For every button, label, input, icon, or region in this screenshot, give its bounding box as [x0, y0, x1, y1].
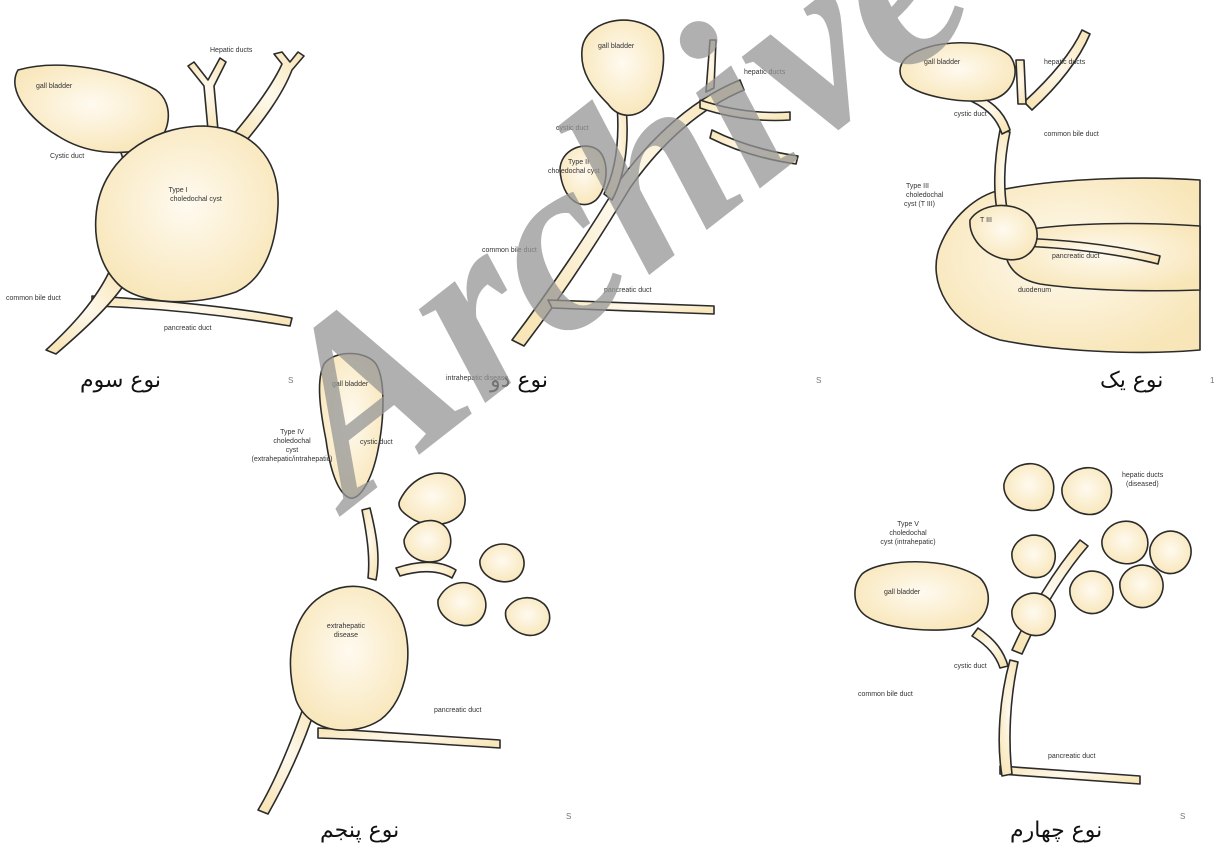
label-type-line3: cyst (intrahepatic) [880, 539, 935, 546]
label-type-line2: choledochal [273, 438, 311, 445]
label-type-line1: Type I [168, 187, 187, 194]
label-hepatic-ducts: hepatic ducts [744, 69, 786, 76]
label-cystic-duct: cystic duct [360, 439, 393, 446]
corner-mark-type1: 1 [1210, 376, 1214, 385]
intrahepatic-cyst-3-shape [438, 583, 486, 626]
type2-cyst-shape [560, 146, 606, 205]
label-type-line1: Type II [568, 159, 589, 166]
caption-type5: نوع پنجم [320, 818, 399, 843]
label-type-line1: Type V [897, 521, 919, 528]
label-gall-bladder: gall bladder [598, 43, 635, 50]
intrahepatic-cyst-4-shape [480, 544, 524, 582]
hepatic-cyst-8-shape [1150, 531, 1191, 573]
label-hepatic-ducts: hepatic ducts [1044, 59, 1086, 66]
hepatic-cyst-7-shape [1120, 565, 1163, 607]
gall-bladder-shape [320, 354, 383, 499]
hepatic-duct-right-shape [1024, 30, 1090, 110]
gall-bladder-shape [582, 20, 664, 115]
hepatic-cyst-1-shape [1004, 464, 1054, 511]
label-type-line2: choledochal cyst [170, 196, 222, 203]
label-gall-bladder: gall bladder [332, 381, 369, 388]
label-gall-bladder: gall bladder [884, 589, 921, 596]
hepatic-duct-left-shape [1016, 60, 1026, 104]
label-hepatic-ducts: Hepatic ducts [210, 47, 253, 54]
panel-type3-diagram [15, 52, 304, 354]
caption-type2: نوع دو [490, 368, 548, 393]
label-gall-bladder: gall bladder [36, 83, 73, 90]
label-type-line4: (extrahepatic/intrahepatic) [252, 456, 333, 463]
caption-type3: نوع سوم [80, 368, 161, 393]
type4-cyst-shape [290, 586, 407, 730]
hepatic-cyst-6-shape [1070, 571, 1113, 613]
intrahepatic-cyst-2-shape [404, 521, 451, 562]
hepatic-cyst-5-shape [1102, 521, 1148, 564]
label-type-line1: Type IV [280, 429, 304, 436]
label-cyst-tag: T III [980, 217, 992, 224]
hepatic-duct-up-shape [706, 40, 716, 92]
label-hepatic-line2: (diseased) [1126, 481, 1159, 488]
cystic-duct-shape [972, 628, 1008, 668]
label-type-line2: choledochal [889, 530, 927, 537]
gall-bladder-shape [855, 562, 988, 630]
label-pancreatic-duct: pancreatic duct [604, 287, 652, 294]
corner-mark-type4: S [1180, 812, 1185, 821]
label-cystic-duct: cystic duct [556, 125, 589, 132]
label-pancreatic-duct: pancreatic duct [1052, 253, 1100, 260]
hepatic-cyst-3-shape [1012, 535, 1055, 577]
label-common-bile-duct: common bile duct [858, 691, 913, 698]
label-cystic-duct: cystic duct [954, 111, 987, 118]
label-common-bile-duct: common bile duct [6, 295, 61, 302]
duct-connector-shape [396, 562, 456, 578]
label-pancreatic-duct: pancreatic duct [1048, 753, 1096, 760]
corner-mark-type3: S [288, 376, 293, 385]
cystic-duct-shape [362, 508, 378, 580]
panel-type1-diagram [900, 30, 1200, 352]
hepatic-duct-lower-shape [710, 130, 798, 164]
label-type-line2: choledochal cyst [548, 168, 600, 175]
label-type-line2: choledochal [906, 192, 944, 199]
label-type-line3: cyst [286, 447, 299, 454]
label-pancreatic-duct: pancreatic duct [164, 325, 212, 332]
label-pancreatic-duct: pancreatic duct [434, 707, 482, 714]
caption-type1: نوع یک [1100, 368, 1163, 393]
pancreatic-duct-shape [1000, 766, 1140, 784]
label-gall-bladder: gall bladder [924, 59, 961, 66]
label-extra-line1: extrahepatic [327, 623, 366, 630]
hepatic-duct-left-shape [188, 58, 226, 130]
common-bile-duct-shape [999, 660, 1018, 776]
corner-mark-type5: S [566, 812, 571, 821]
label-type-line1: Type III [906, 183, 929, 190]
panel-type4-diagram [855, 464, 1191, 784]
intrahepatic-branch-shape [399, 473, 465, 525]
hepatic-duct-right-shape [232, 52, 304, 146]
hepatic-cyst-4-shape [1012, 593, 1055, 635]
pancreatic-duct-shape [548, 300, 714, 314]
label-cystic-duct: Cystic duct [50, 153, 84, 160]
caption-type4: نوع چهارم [1010, 818, 1102, 843]
label-cystic-duct: cystic duct [954, 663, 987, 670]
common-bile-duct-shape [46, 270, 126, 354]
label-type-line3: cyst (T III) [904, 201, 935, 208]
label-duodenum: duodenum [1018, 287, 1051, 294]
gall-bladder-shape [900, 43, 1015, 101]
gall-bladder-shape [15, 65, 169, 152]
label-extra-line2: disease [334, 632, 358, 639]
hepatic-cyst-2-shape [1062, 468, 1112, 515]
label-common-bile-duct: common bile duct [1044, 131, 1099, 138]
corner-mark-type2: S [816, 376, 821, 385]
panel-type5-diagram [258, 354, 550, 815]
intrahepatic-cyst-5-shape [506, 598, 550, 636]
label-hepatic-line1: hepatic ducts [1122, 472, 1164, 479]
label-common-bile-duct: common bile duct [482, 247, 537, 254]
